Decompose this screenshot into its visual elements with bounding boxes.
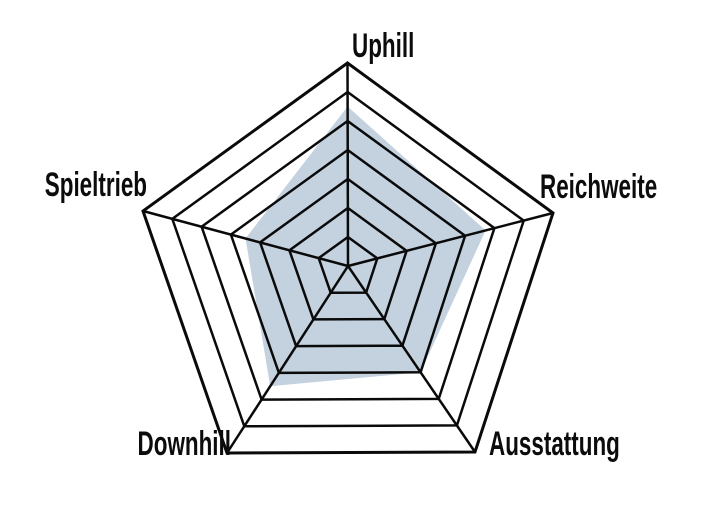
axis-spoke-uphill	[346, 62, 350, 267]
axis-spoke-ausstattung	[346, 265, 477, 453]
grid-ring	[287, 206, 409, 321]
axis-label-spieltrieb: Spieltrieb	[45, 166, 147, 204]
axis-label-downhill: Downhill	[138, 425, 231, 463]
grid-ring-outer	[141, 61, 555, 455]
grid-ring	[258, 177, 438, 348]
axis-label-uphill: Uphill	[352, 27, 414, 65]
grid-ring	[170, 90, 526, 428]
axis-spoke-spieltrieb	[142, 209, 349, 268]
grid-ring	[317, 235, 379, 294]
data-polygon	[245, 106, 486, 387]
axis-label-ausstattung: Ausstattung	[489, 425, 620, 463]
axis-spoke-reichweite	[347, 211, 554, 268]
axis-label-reichweite: Reichweite	[540, 168, 657, 206]
grid-ring	[200, 119, 496, 401]
axis-spoke-downhill	[225, 265, 350, 454]
grid-ring	[229, 148, 467, 375]
